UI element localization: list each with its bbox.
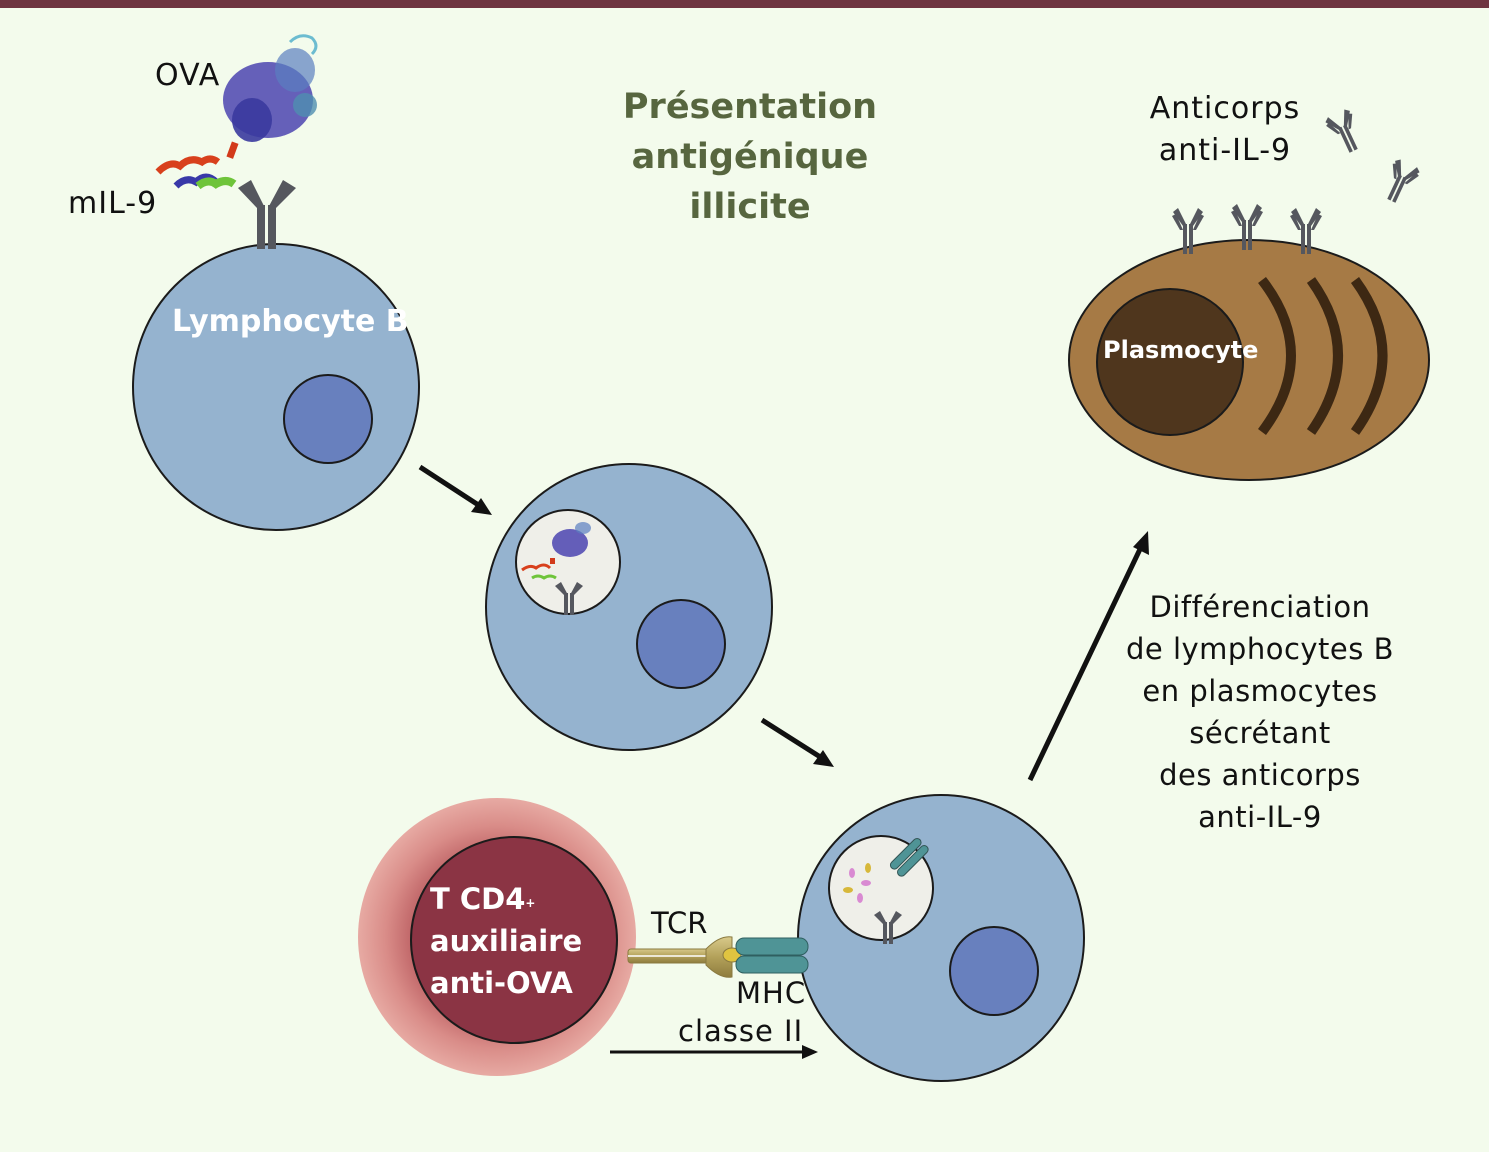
b-cell-3-body xyxy=(797,794,1085,1082)
t-cell-superscript: + xyxy=(525,896,536,910)
t-cell-type: T CD4 xyxy=(430,882,526,916)
caption-line: sécrétant xyxy=(1189,716,1331,750)
free-antibody-icon xyxy=(1323,107,1367,157)
plasma-cell xyxy=(1068,239,1430,481)
b-cell-1 xyxy=(132,243,420,531)
caption-line: anti-IL-9 xyxy=(1198,800,1322,834)
b-cell-2-nucleus xyxy=(636,599,726,689)
er-arc-1 xyxy=(1258,276,1296,436)
title-line: Présentation xyxy=(622,87,878,127)
bcr-receptor-icon xyxy=(238,180,296,249)
endosome-bcr-icon xyxy=(874,911,902,944)
caption-line: Différenciation xyxy=(1149,590,1371,624)
internalized-complex-icon xyxy=(521,522,591,580)
b-cell-2 xyxy=(485,463,773,751)
free-antibody-icon xyxy=(1378,157,1422,207)
t-cell-label: T CD4+ auxiliaire anti-OVA xyxy=(430,878,620,1004)
b-cell-3 xyxy=(797,794,1085,1082)
er-arc-2 xyxy=(1306,277,1343,435)
arrow-differentiation xyxy=(1027,531,1149,782)
arrow-step-2 xyxy=(760,717,834,767)
t-cell-nucleus xyxy=(410,836,618,1044)
mhc-label: MHC xyxy=(736,976,807,1010)
lymphocyte-b-label: Lymphocyte B xyxy=(172,304,409,339)
top-border-bar xyxy=(0,0,1489,8)
peptide-fragments-icon xyxy=(843,863,871,903)
title-line: illicite xyxy=(689,187,811,227)
b-cell-3-nucleus xyxy=(949,926,1039,1016)
antibodies-label-line: Anticorps xyxy=(1149,91,1301,126)
diagram-title: Présentation antigénique illicite xyxy=(600,82,900,232)
antibodies-label-line: anti-IL-9 xyxy=(1158,133,1292,168)
caption-line: des anticorps xyxy=(1159,758,1361,792)
arrow-interaction xyxy=(610,1045,818,1059)
tcr-icon xyxy=(627,936,742,978)
arrow-step-1 xyxy=(418,464,492,515)
ova-mil9-protein-icon xyxy=(155,34,318,190)
plasma-cell-nucleus xyxy=(1096,288,1244,436)
differentiation-caption: Différenciation de lymphocytes B en plas… xyxy=(1110,586,1410,838)
caption-line: de lymphocytes B xyxy=(1125,632,1394,666)
b-cell-1-body xyxy=(132,243,420,531)
mhc-class-ii-icon xyxy=(735,937,809,974)
t-cd4-cell xyxy=(358,798,636,1076)
antibodies-label: Anticorps anti-IL-9 xyxy=(1130,88,1320,172)
t-cell-label-line: anti-OVA xyxy=(430,966,573,1000)
tcr-label: TCR xyxy=(651,906,708,940)
ova-label: OVA xyxy=(155,58,221,93)
t-cell-label-line: auxiliaire xyxy=(430,924,583,958)
er-arc-3 xyxy=(1350,277,1388,435)
endosome-mhc-icon xyxy=(889,837,929,877)
t-cell-label-line: T CD4+ xyxy=(430,878,620,920)
b-cell-2-body xyxy=(485,463,773,751)
mil9-label: mIL-9 xyxy=(68,186,158,221)
title-line: antigénique xyxy=(631,137,869,177)
internalized-bcr-icon xyxy=(555,582,583,615)
caption-line: en plasmocytes xyxy=(1142,674,1378,708)
plasmocyte-label: Plasmocyte xyxy=(1103,336,1259,364)
b-cell-1-nucleus xyxy=(283,374,373,464)
mhc-class-label: classe II xyxy=(678,1014,804,1048)
